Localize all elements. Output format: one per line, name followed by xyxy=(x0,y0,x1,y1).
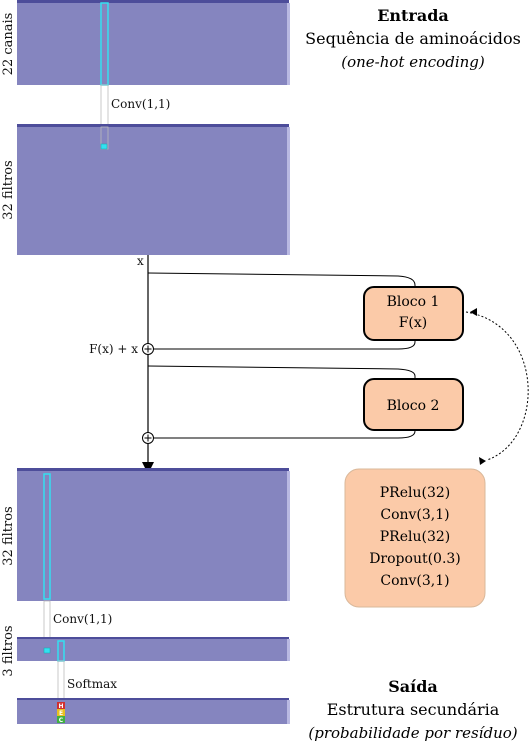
detail-line-3: PRelu(32) xyxy=(380,529,450,545)
output-title: Saída xyxy=(388,677,438,696)
detail-line-4: Dropout(0.3) xyxy=(369,551,461,567)
class-h-cell xyxy=(57,702,65,709)
output-subtitle: Estrutura secundária xyxy=(327,700,500,719)
filters-slab-1 xyxy=(17,124,290,255)
block1 xyxy=(363,286,464,341)
fx-plus-x-label: F(x) + x xyxy=(89,342,138,356)
detail-connector xyxy=(465,311,529,461)
receptive-field-2 xyxy=(43,473,51,600)
input-title: Entrada xyxy=(377,6,449,25)
output-note: (probabilidade por resíduo) xyxy=(308,724,517,742)
class-c-label: C xyxy=(59,717,64,724)
detail-line-2: Conv(3,1) xyxy=(380,507,449,523)
block1-function: F(x) xyxy=(399,315,428,331)
input-channels-label: 22 canais xyxy=(1,13,16,76)
block2-title: Bloco 2 xyxy=(387,398,440,414)
class-h-label: H xyxy=(58,703,63,710)
filters-slab-3 xyxy=(17,637,290,661)
softmax-label: Softmax xyxy=(67,677,117,691)
filters-3-label: 3 filtros xyxy=(1,625,16,676)
block1-output-line xyxy=(154,338,416,350)
class-c-cell xyxy=(57,716,65,723)
block2-input-line xyxy=(147,365,416,379)
input-note: (one-hot encoding) xyxy=(341,53,485,71)
detail-line-5: Conv(3,1) xyxy=(380,573,449,589)
filters-1-label: 32 filtros xyxy=(1,160,16,219)
class-e-cell xyxy=(57,709,65,716)
block2 xyxy=(363,378,464,431)
output-probabilities: H E C xyxy=(57,702,65,724)
input-subtitle: Sequência de aminoácidos xyxy=(305,29,521,48)
block1-input-line xyxy=(147,272,416,292)
class-e-label: E xyxy=(59,710,63,717)
x-label: x xyxy=(137,254,144,268)
softmax-projection xyxy=(57,660,65,704)
filters-slab-2 xyxy=(17,468,290,601)
detail-line-1: PRelu(32) xyxy=(380,485,450,501)
block2-output-line xyxy=(154,430,416,439)
conv2-label: Conv(1,1) xyxy=(53,612,112,626)
input-slab xyxy=(17,0,290,85)
filters-2-label: 32 filtros xyxy=(1,506,16,565)
conv1-label: Conv(1,1) xyxy=(111,97,170,111)
block1-title: Bloco 1 xyxy=(387,294,440,310)
block-detail xyxy=(344,468,486,608)
